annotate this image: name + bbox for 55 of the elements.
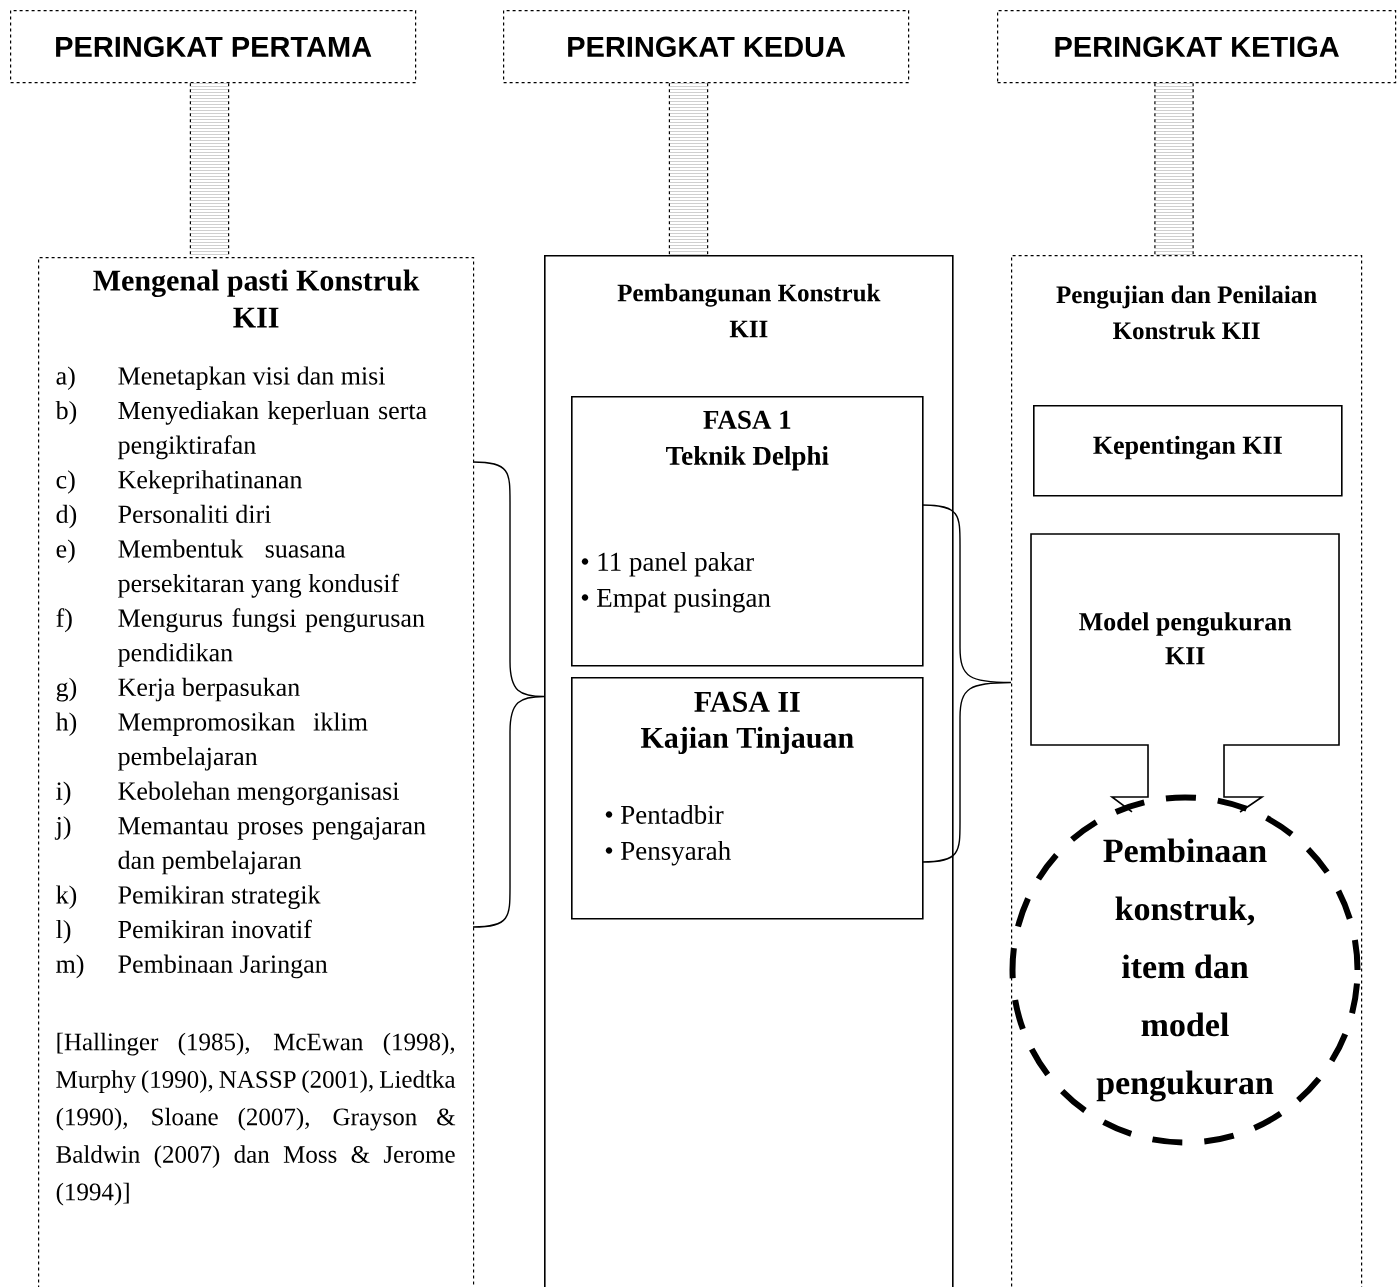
list-item: Mengurus fungsi pengurusan pendidikan (118, 608, 425, 667)
list-marker: a) (56, 366, 75, 390)
list-item: Menyediakan keperluan serta pengiktirafan (118, 401, 427, 460)
heading: Mengenal pasti Konstruk KII (93, 269, 420, 328)
list-item: Menetapkan visi dan misi (118, 366, 385, 390)
list-item: Memantau proses pengajaran dan pembelajaran (118, 817, 426, 875)
phase-box (571, 395, 924, 667)
phase-heading: FASA II (694, 691, 800, 712)
heading: PERINGKAT KETIGA (1055, 36, 1339, 58)
list-marker: j) (54, 816, 71, 840)
phase-heading: FASA 1 (703, 410, 791, 429)
bullet-item: Empat pusingan (597, 588, 771, 613)
heading: Pengujian dan Penilaian Konstruk KII (1056, 285, 1317, 340)
column-box (544, 255, 954, 1287)
list-marker: b) (55, 401, 77, 425)
level-box (503, 10, 910, 84)
phase-heading: Teknik Delphi (666, 445, 829, 471)
list-marker: l) (56, 920, 71, 944)
list-marker: m) (56, 954, 84, 979)
connector (189, 83, 230, 257)
list-item: Kebolehan mengorganisasi (118, 781, 399, 806)
connector (668, 83, 709, 255)
bullet-item: Pentadbir (621, 804, 724, 824)
list-marker: k) (56, 885, 77, 909)
list-item: Kerja berpasukan (118, 677, 300, 702)
phase-heading: Kajian Tinjauan (641, 726, 854, 755)
bullet-item: Pensyarah (621, 840, 731, 866)
list-item: Mempromosikan iklim pembelajaran (118, 712, 368, 771)
heading: PERINGKAT PERTAMA (56, 36, 372, 58)
list-marker: h) (55, 712, 77, 736)
list-marker: i) (56, 781, 71, 806)
list-marker: c) (56, 470, 75, 494)
list-marker: d) (56, 504, 77, 529)
heading: Pembangunan Konstruk KII (617, 283, 881, 338)
text-box (1033, 404, 1343, 497)
box-text: Kepentingan KII (1093, 435, 1282, 460)
level-box (10, 10, 417, 84)
connector (1154, 83, 1194, 255)
list-item: Personaliti diri (118, 504, 271, 524)
list-item: Pembinaan Jaringan (118, 954, 328, 979)
list-item: Membentuk suasana persekitaran yang kondusif (118, 539, 400, 598)
list-item: Pemikiran strategik (118, 885, 321, 910)
phase-box (571, 677, 924, 920)
callout-box: Model pengukuran KII (1030, 533, 1340, 813)
list-item: Pemikiran inovatif (118, 919, 312, 939)
list-marker: g) (56, 677, 77, 702)
list-marker: f) (56, 608, 72, 633)
citation: [Hallinger (1985), McEwan (1998), Murphy (1990), NASSP (2001), Liedtka (1990), Sloane (2007), Grayson & Baldwin (2007) dan Moss & Jerome (1994)] (56, 1032, 456, 1206)
column-box (38, 256, 475, 1287)
list-item: Kekeprihatinanan (118, 470, 303, 494)
heading: PERINGKAT KEDUA (568, 36, 846, 58)
level-box (997, 10, 1397, 84)
column-box (1011, 255, 1363, 1287)
list-marker: e) (56, 539, 75, 563)
bullet-item: 11 panel pakar (598, 551, 754, 577)
